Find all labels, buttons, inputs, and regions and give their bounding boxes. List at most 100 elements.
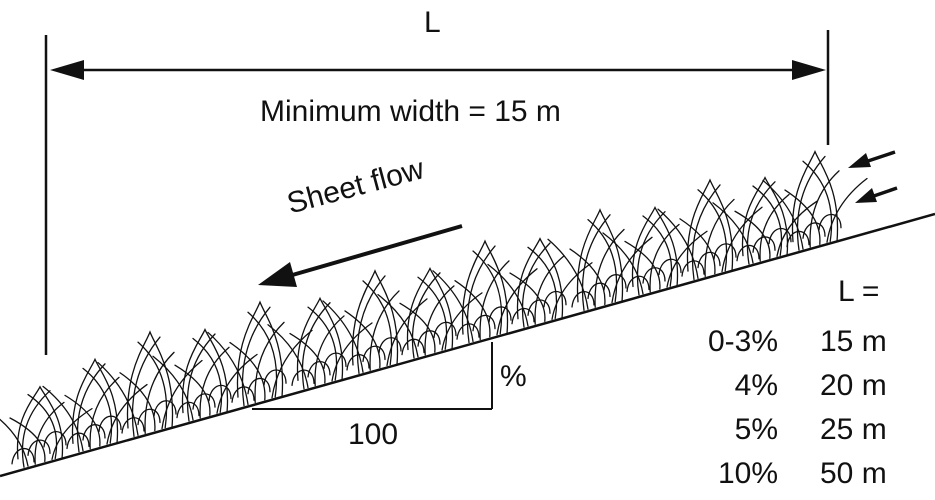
slope-table-row: 5% 25 m	[640, 413, 920, 447]
grass-curl	[153, 400, 177, 417]
grass-blade	[271, 329, 313, 399]
grass-leaf	[461, 239, 509, 335]
grass-blade	[76, 363, 106, 453]
sheet-flow-arrowhead	[258, 262, 297, 287]
grass-blade	[611, 236, 653, 304]
grass-curl	[571, 291, 595, 308]
grass-leaf	[71, 357, 119, 445]
slope-table-header: L =	[838, 275, 880, 308]
grass-blade	[479, 260, 510, 341]
length-value: 20 m	[820, 369, 887, 402]
grass-leaf	[686, 178, 734, 272]
grass-curl	[752, 236, 776, 253]
slope-value: 5%	[734, 413, 778, 446]
slope-run-label: 100	[348, 418, 399, 451]
grass-curl	[247, 377, 271, 395]
grass-blade	[9, 417, 46, 463]
grass-blade	[762, 179, 804, 250]
grass-curl	[713, 243, 737, 260]
grass-curl	[543, 290, 567, 308]
grass-curl	[802, 222, 826, 239]
grass-blade	[42, 385, 84, 452]
grass-blade	[174, 364, 211, 416]
grass-blade	[322, 300, 364, 373]
grass-blade	[216, 353, 258, 414]
grass-curl	[323, 352, 347, 370]
slope-value: 0-3%	[707, 325, 778, 358]
grass-blade	[712, 202, 754, 264]
grass-blade	[649, 223, 680, 293]
grass-blade	[551, 262, 593, 320]
grass-curl	[66, 432, 90, 450]
grass-curl	[768, 227, 792, 245]
length-value: 25 m	[820, 413, 887, 446]
grass-curl	[98, 415, 122, 433]
grass-curl	[362, 345, 386, 363]
grass-blade	[229, 341, 266, 401]
grass-blade	[51, 407, 93, 461]
grass-leaf	[296, 296, 344, 381]
grass-curl	[786, 230, 810, 248]
grass-curl	[11, 447, 35, 465]
slope-value: 10%	[717, 457, 778, 490]
grass-blade	[734, 210, 771, 259]
grass-blade	[809, 170, 840, 248]
grass-leaf	[16, 385, 64, 460]
grass-blade	[424, 285, 455, 356]
grass-blade	[199, 346, 230, 419]
grass-curl	[642, 267, 666, 284]
grass-blade	[137, 341, 168, 429]
grass-blade	[144, 351, 175, 434]
grass-blade	[21, 390, 51, 468]
grass-blade	[106, 383, 148, 445]
grass-blade	[704, 198, 735, 278]
grass-blade	[307, 306, 338, 381]
grass-curl	[27, 439, 51, 457]
grass-blade	[521, 242, 551, 328]
grass-blade	[547, 238, 589, 310]
grass-blade	[89, 376, 120, 450]
grass-curl	[587, 282, 611, 300]
grass-blade	[369, 290, 400, 371]
grass-curl	[121, 417, 145, 434]
length-symbol-label: L	[424, 6, 441, 39]
grass-vegetation	[0, 149, 868, 468]
grass-blade	[82, 367, 113, 444]
slope-table-row: 10% 50 m	[640, 457, 920, 491]
grass-blade	[594, 228, 625, 308]
grass-blade	[0, 418, 29, 467]
grass-blade	[356, 275, 386, 375]
grass-leaf	[576, 208, 624, 303]
grass-blade	[119, 372, 156, 432]
grass-blade	[241, 306, 271, 407]
slope-value: 4%	[734, 369, 778, 402]
inflow-arrowhead-upper	[848, 153, 871, 168]
grass-blade	[487, 263, 529, 327]
slope-table-row: 0-3% 15 m	[640, 325, 920, 359]
grass-blade	[161, 359, 203, 430]
grass-leaf	[126, 330, 174, 429]
grass-blade	[472, 250, 503, 335]
grass-curl	[736, 244, 760, 262]
grass-blade	[131, 336, 161, 438]
grass-blade	[344, 310, 381, 369]
grass-blade	[432, 270, 474, 343]
grass-curl	[192, 393, 216, 410]
grass-blade	[691, 184, 721, 281]
grass-leaf	[741, 176, 789, 257]
grass-leaf	[516, 237, 564, 320]
grass-curl	[263, 369, 287, 386]
grass-blade	[441, 292, 483, 351]
grass-blade	[301, 302, 331, 390]
grass-curl	[527, 299, 551, 316]
grass-blade	[152, 355, 194, 421]
grass-blade	[679, 218, 716, 275]
grass-blade	[254, 321, 285, 404]
grass-blade	[534, 255, 565, 325]
minimum-width-label: Minimum width = 15 m	[260, 95, 561, 128]
slope-rise-label: %	[500, 360, 527, 393]
grass-curl	[208, 384, 232, 402]
grass-blade	[569, 248, 606, 306]
slope-table-row: 4% 20 m	[640, 369, 920, 403]
